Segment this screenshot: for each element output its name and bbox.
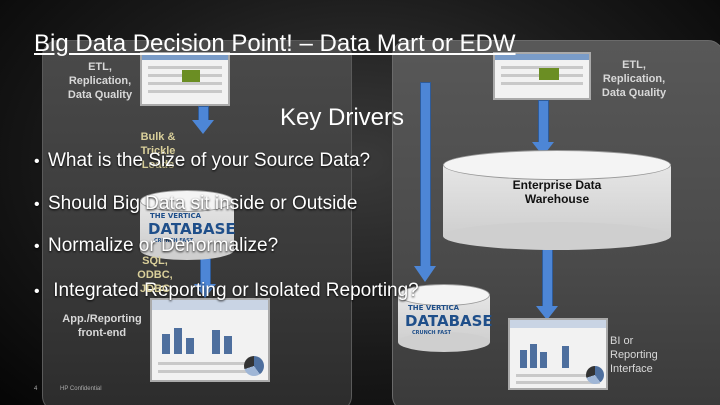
- reporting-dashboard-left: [150, 298, 270, 382]
- arrow-down-middle: [420, 82, 431, 268]
- sql-odbc-jdbc-label: SQL,ODBC,JDBC: [137, 255, 173, 295]
- slide-title: Big Data Decision Point! – Data Mart or …: [34, 30, 516, 57]
- vertica-cylinder-left: THE VERTICA DATABASE CRUNCH FAST: [140, 190, 236, 262]
- reporting-dashboard-right: [508, 318, 608, 390]
- bullet-inside-outside: •Should Big Data sit inside or Outside: [34, 193, 358, 214]
- bullet-integrated-reporting: • Integrated Reporting or Isolated Repor…: [34, 280, 419, 301]
- right-etl-label: ETL,Replication,Data Quality: [601, 59, 667, 99]
- etl-tool-thumbnail-left: [140, 52, 230, 106]
- left-etl-label: ETL,Replication,Data Quality: [67, 61, 133, 101]
- etl-tool-thumbnail-right: [493, 52, 591, 100]
- confidential-footer: HP Confidential: [60, 386, 102, 392]
- key-drivers-heading: Key Drivers: [280, 104, 405, 131]
- page-number: 4: [34, 386, 38, 392]
- bullet-source-data-size: •What is the Size of your Source Data?: [34, 150, 371, 171]
- arrow-head-right-bottom: [536, 306, 558, 320]
- bullet-normalize: •Normalize or Denormalize?: [34, 235, 279, 256]
- arrow-head-sql: [194, 284, 216, 298]
- arrow-down-right-top: [538, 100, 549, 144]
- vertica-cylinder-middle: THE VERTICA DATABASE CRUNCH FAST: [398, 284, 493, 354]
- arrow-head-middle: [414, 266, 436, 282]
- arrow-head-left: [192, 120, 214, 134]
